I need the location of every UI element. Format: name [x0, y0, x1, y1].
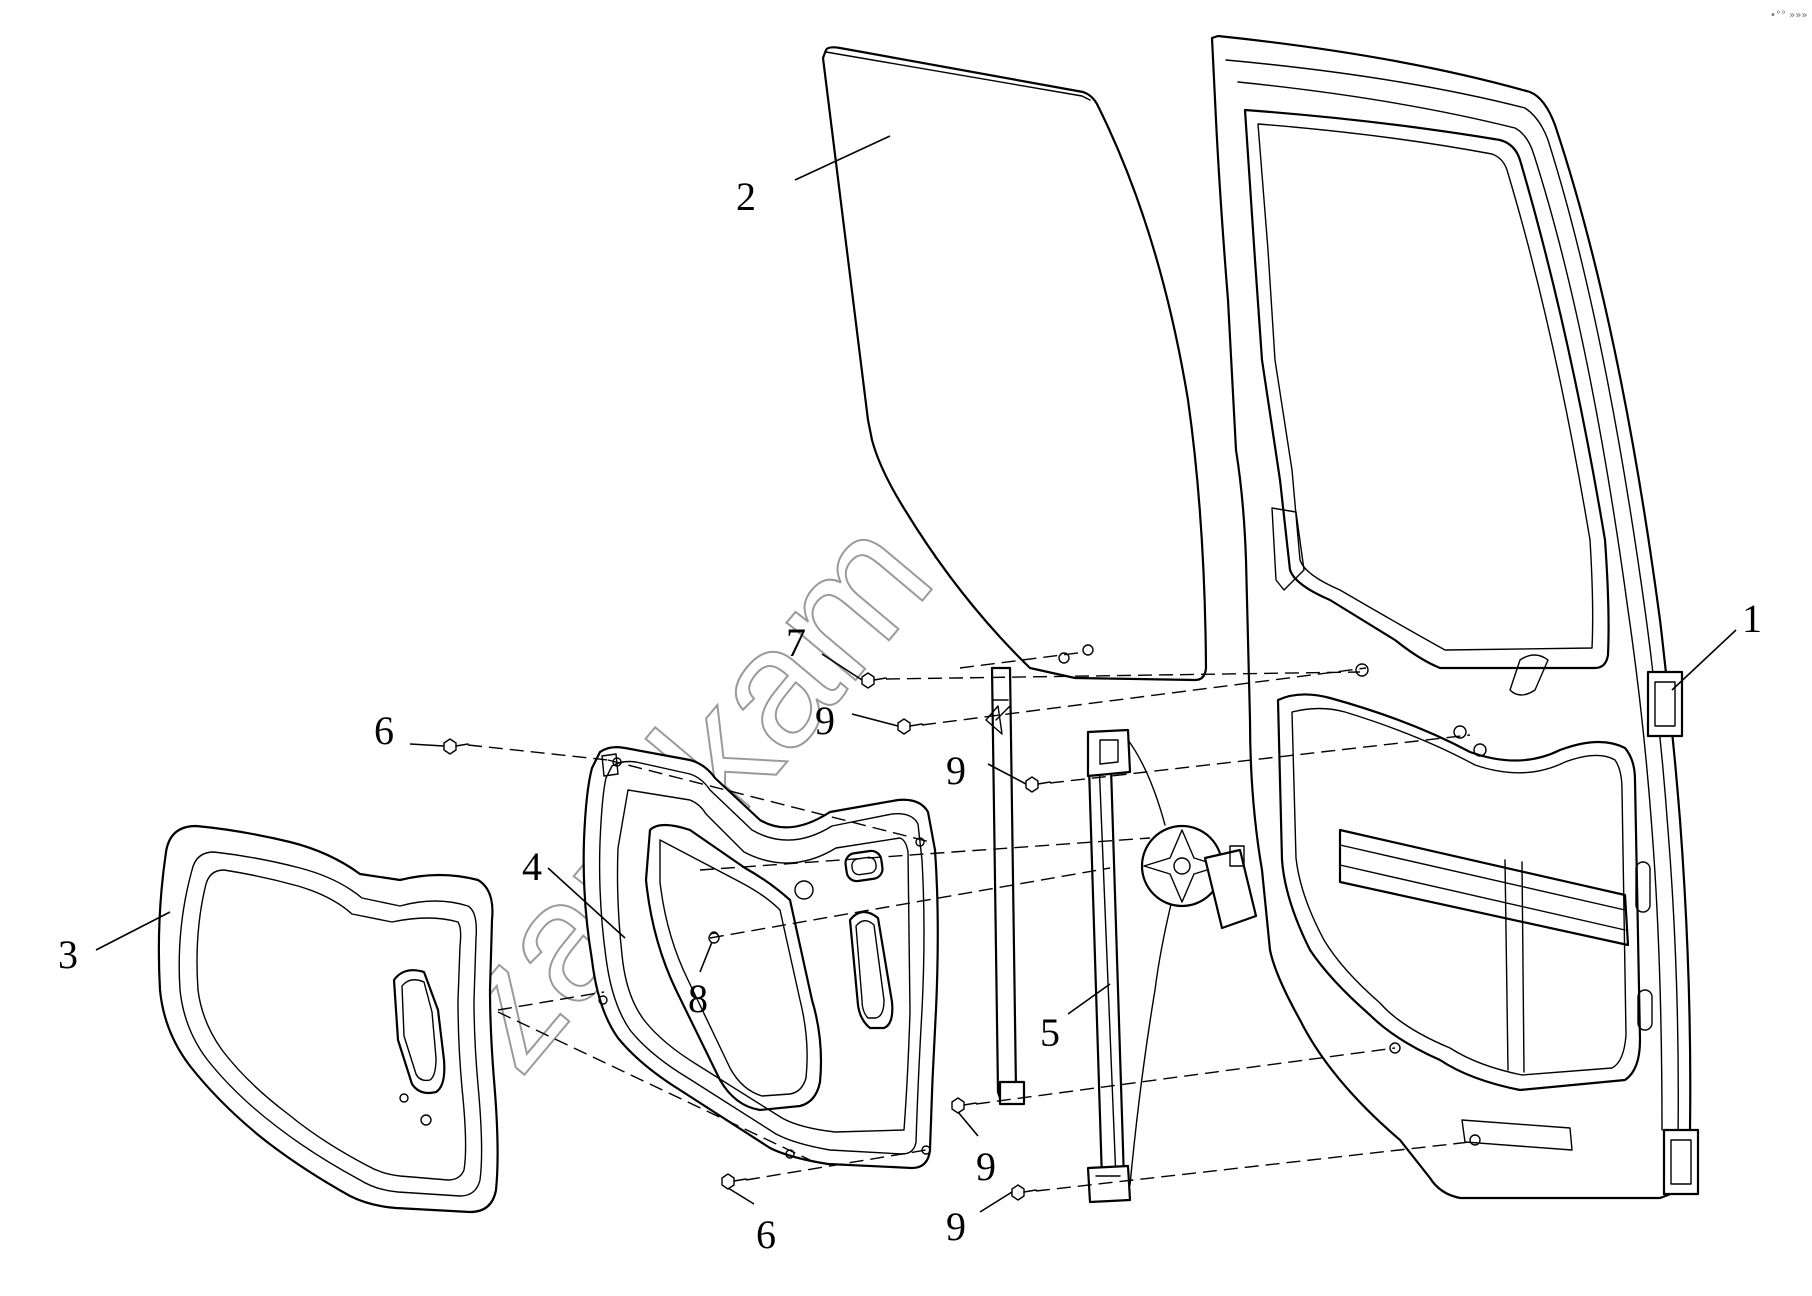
callout-9-b: 9 [946, 748, 966, 793]
assembly-lines [467, 651, 1471, 1192]
callout-1: 1 [1742, 596, 1762, 641]
callout-6-bottom: 6 [756, 1212, 776, 1257]
fasteners [443, 644, 1094, 1201]
callout-6-top: 6 [374, 708, 394, 753]
callouts: 1 2 3 4 5 6 6 7 8 9 9 9 9 [58, 174, 1762, 1257]
inner-panel [582, 746, 939, 1170]
regulator-motor [1140, 824, 1258, 930]
screw-6-bottom [721, 1173, 747, 1190]
callout-5: 5 [1040, 1010, 1060, 1055]
window-regulator [985, 666, 1258, 1204]
screw-9-a [897, 718, 923, 735]
callout-7: 7 [786, 620, 806, 665]
screw-9-c [951, 1097, 977, 1114]
callout-4: 4 [522, 844, 542, 889]
callout-9-c: 9 [976, 1144, 996, 1189]
callout-9-d: 9 [946, 1204, 966, 1249]
screw-9-b [1025, 776, 1051, 793]
callout-9-a: 9 [815, 698, 835, 743]
screw-9-d [1011, 1184, 1037, 1201]
screw-6-top [443, 738, 469, 755]
screw-7 [861, 672, 887, 689]
callout-2: 2 [736, 174, 756, 219]
callout-8: 8 [688, 976, 708, 1021]
door-glass [821, 46, 1208, 682]
leader-lines [95, 135, 1737, 1213]
door-frame [1210, 34, 1700, 1200]
corner-mark: •°° »»» [1770, 10, 1807, 21]
trim-panel [157, 824, 499, 1214]
callout-3: 3 [58, 932, 78, 977]
